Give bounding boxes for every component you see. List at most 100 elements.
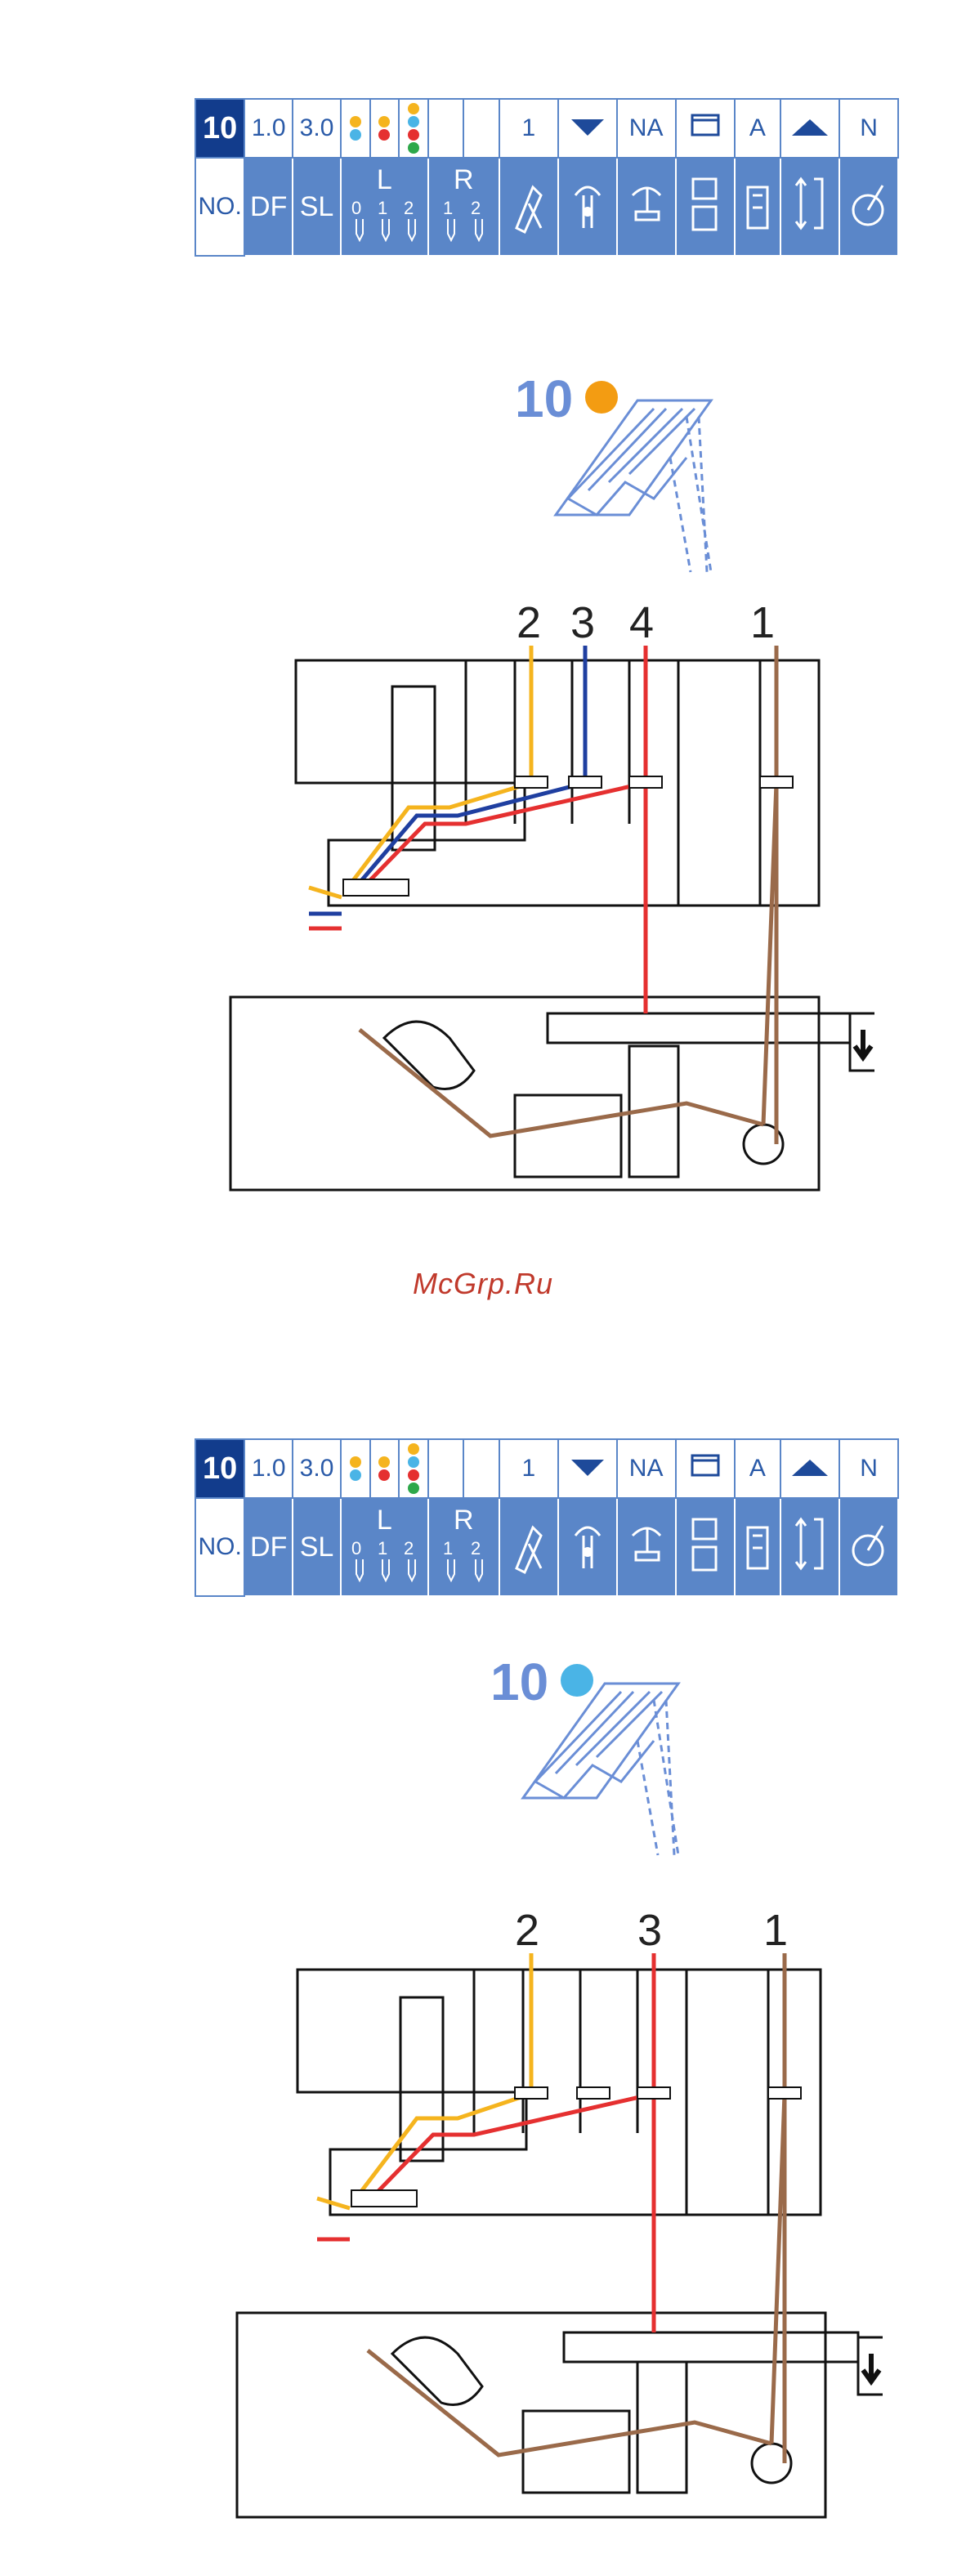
r-tick-2: 2 bbox=[471, 198, 481, 218]
blade-value: 1 bbox=[499, 1439, 558, 1498]
settings-table: 10 1.0 3.0 1 NA A N NO. DF SL L bbox=[195, 98, 899, 257]
threading-diagram-1: 2 3 4 1 bbox=[221, 588, 874, 1210]
needle-plate-icon bbox=[741, 1511, 774, 1576]
thread-label-4: 4 bbox=[629, 598, 654, 647]
r2-cell bbox=[463, 99, 499, 158]
overlock-stitch-icon bbox=[556, 400, 711, 572]
blade-cell bbox=[558, 158, 617, 256]
needle-plate-icon bbox=[741, 171, 774, 236]
l1-dots bbox=[370, 1439, 400, 1498]
needle-r-icon: 1 2 bbox=[435, 196, 492, 242]
l-tick-2: 2 bbox=[404, 1538, 414, 1559]
up-triangle-cell bbox=[780, 1439, 839, 1498]
l-tick-0: 0 bbox=[351, 1538, 361, 1559]
fabric-cell bbox=[676, 1439, 735, 1498]
thread-label-2: 2 bbox=[517, 598, 541, 647]
l-tick-0: 0 bbox=[351, 198, 361, 218]
stitch-color-dot bbox=[585, 381, 618, 414]
thread-1 bbox=[368, 1953, 785, 2463]
df-label: DF bbox=[244, 1498, 293, 1596]
thread-label-3: 3 bbox=[570, 598, 595, 647]
fabric-icon bbox=[689, 1452, 722, 1478]
fabric-icon bbox=[689, 112, 722, 138]
l0-dots bbox=[341, 99, 370, 158]
knob-cell bbox=[839, 1498, 898, 1596]
l-tick-1: 1 bbox=[378, 198, 387, 218]
fabric-cell bbox=[676, 99, 735, 158]
sl-value: 3.0 bbox=[293, 1439, 341, 1498]
up-triangle-cell bbox=[780, 99, 839, 158]
knob-cell bbox=[839, 158, 898, 256]
r2-cell bbox=[463, 1439, 499, 1498]
stitch-no-cell: 10 bbox=[195, 99, 244, 158]
n-value: N bbox=[839, 1439, 898, 1498]
presser-foot-icon bbox=[626, 1511, 667, 1576]
height-icon bbox=[789, 171, 830, 236]
df-value: 1.0 bbox=[244, 1439, 293, 1498]
settings-table: 10 1.0 3.0 1 NA A N NO. DF SL L bbox=[195, 1438, 899, 1597]
watermark: McGrp.Ru bbox=[0, 1267, 966, 1301]
thread-1 bbox=[360, 646, 776, 1144]
cutter-icon bbox=[508, 171, 549, 236]
r-label: R bbox=[429, 1505, 499, 1536]
down-triangle-cell bbox=[558, 99, 617, 158]
sl-label: SL bbox=[293, 1498, 341, 1596]
r-tick-1: 1 bbox=[443, 198, 453, 218]
stitch-sample: 10 bbox=[490, 360, 752, 580]
cutter-cell bbox=[499, 1498, 558, 1596]
thread-3 bbox=[376, 1953, 654, 2332]
thread-label-2: 2 bbox=[515, 1906, 539, 1955]
r-label: R bbox=[429, 164, 499, 196]
l2-dots bbox=[399, 99, 428, 158]
l-needles: L 0 1 2 bbox=[341, 1498, 428, 1596]
up-triangle-icon bbox=[792, 1460, 828, 1476]
l0-dots bbox=[341, 1439, 370, 1498]
stitch-sample: 10 bbox=[474, 1643, 736, 1863]
r-tick-2: 2 bbox=[471, 1538, 481, 1559]
df-label: DF bbox=[244, 158, 293, 256]
cutter-icon bbox=[508, 1511, 549, 1576]
presser-cell bbox=[617, 158, 676, 256]
needle-l-icon: 0 1 2 bbox=[345, 1536, 423, 1582]
blade-icon bbox=[567, 1511, 608, 1576]
height-cell bbox=[780, 1498, 839, 1596]
na-value: NA bbox=[617, 99, 676, 158]
l2-dots bbox=[399, 1439, 428, 1498]
knob-icon bbox=[848, 1511, 889, 1576]
no-label: NO. bbox=[195, 158, 244, 256]
presser-foot-icon bbox=[626, 171, 667, 236]
presser-cell bbox=[617, 1498, 676, 1596]
sl-label: SL bbox=[293, 158, 341, 256]
needle-l-icon: 0 1 2 bbox=[345, 196, 423, 242]
up-triangle-icon bbox=[792, 119, 828, 136]
fabric-layers-icon bbox=[685, 1511, 726, 1576]
no-label: NO. bbox=[195, 1498, 244, 1596]
a-value: A bbox=[735, 99, 781, 158]
knob-icon bbox=[848, 171, 889, 236]
df-value: 1.0 bbox=[244, 99, 293, 158]
r1-cell bbox=[428, 1439, 464, 1498]
l-tick-1: 1 bbox=[378, 1538, 387, 1559]
down-triangle-icon bbox=[571, 1460, 604, 1476]
l-label: L bbox=[342, 1505, 427, 1536]
stitch-number: 10 bbox=[515, 369, 573, 428]
blade-icon bbox=[567, 171, 608, 236]
sl-value: 3.0 bbox=[293, 99, 341, 158]
threading-diagram-2: 2 3 1 bbox=[229, 1896, 883, 2550]
needle-r-icon: 1 2 bbox=[435, 1536, 492, 1582]
l-tick-2: 2 bbox=[404, 198, 414, 218]
arrow-yellow bbox=[317, 2198, 350, 2208]
n-value: N bbox=[839, 99, 898, 158]
thread-4 bbox=[368, 646, 646, 1013]
threads bbox=[317, 1953, 785, 2463]
thread-2 bbox=[351, 646, 531, 883]
r1-cell bbox=[428, 99, 464, 158]
blade-value: 1 bbox=[499, 99, 558, 158]
arrow-yellow bbox=[309, 888, 342, 897]
thread-label-1: 1 bbox=[763, 1906, 788, 1955]
down-triangle-icon bbox=[571, 119, 604, 136]
stitch-no-cell: 10 bbox=[195, 1439, 244, 1498]
thread-label-1: 1 bbox=[750, 598, 775, 647]
thread-2 bbox=[360, 1953, 531, 2194]
r-needles: R 1 2 bbox=[428, 158, 499, 256]
